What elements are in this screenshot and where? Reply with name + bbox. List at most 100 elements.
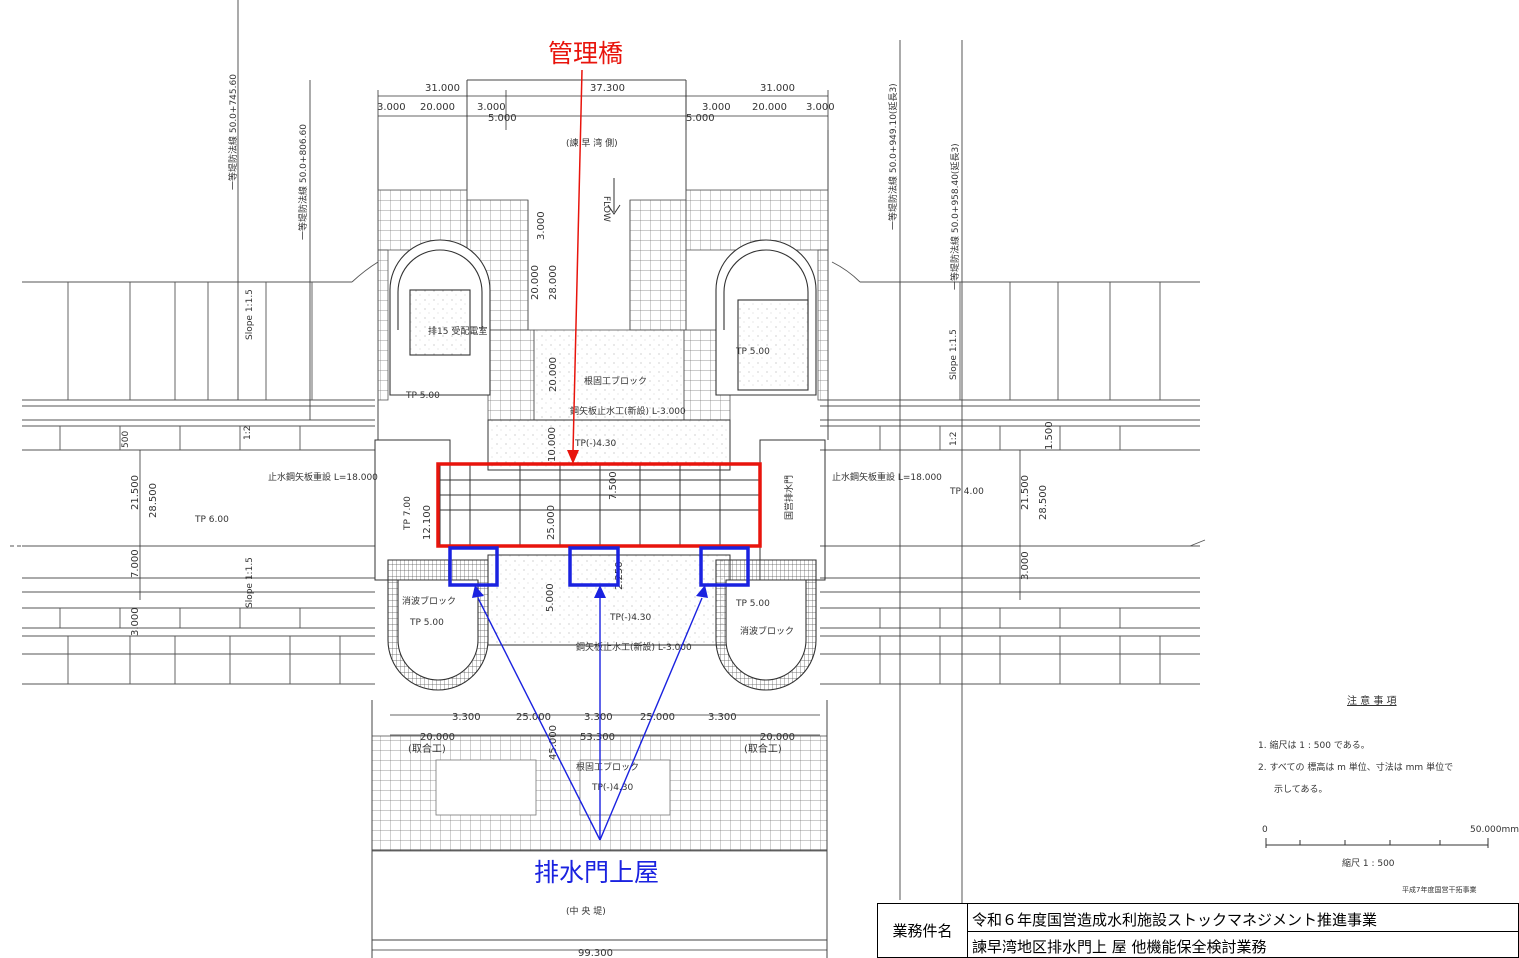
cutoff-left: 止水鋼矢板重設 L=18.000 [268,471,378,483]
tp-430-lower: TP(-)4.30 [609,613,652,623]
notes-item-2b: 示してある。 [1274,785,1328,795]
title-block-line-2: 諫早湾地区排水門上 屋 他機能保全検討業務 [972,938,1267,956]
flow-arrow-icon [607,178,621,215]
sheet-pile-lower: 鋼矢板止水工(新設) L-3.000 [576,641,692,653]
pumphouse-arrow-icon-3 [696,585,708,598]
scale-start-label: 0 [1262,825,1268,835]
title-block: 業務件名 令和６年度国営造成水利施設ストックマネジメント推進事業 諫早湾地区排水… [877,903,1519,958]
dim-3000-a: 3.000 [377,102,406,113]
dim-top-right: 31.000 [760,83,795,94]
dim-b-3300-a: 3.300 [452,712,481,723]
dim-b-3300-c: 3.300 [708,712,737,723]
title-block-divider [967,931,1519,932]
scale-bar [1265,838,1489,848]
bridge-highlight [436,69,762,548]
pumphouse-callout-label: 排水門上屋 [534,858,660,887]
tp-430-center: TP(-)4.30 [574,439,617,449]
pumphouse-highlight [448,546,750,841]
tp-500-lower-right: TP 5.00 [735,599,770,609]
tp-500-right: TP 5.00 [735,347,770,357]
dim-v-12100: 12.100 [422,505,433,540]
dim-5000-a: 5.000 [488,113,517,124]
south-side-label: (中 央 堤) [566,905,606,917]
dim-v-28500-r: 28.500 [1038,485,1049,520]
dim-b-3300-b: 3.300 [584,712,613,723]
dim-b-20000-l: 20.000 [420,732,455,743]
downstream-dike [371,700,828,958]
dimension-texts: 31.000 37.300 31.000 3.000 20.000 3.000 … [121,83,1055,958]
riprap-lower: 根固工ブロック [576,761,639,773]
dim-jointing-r: (取合工) [744,742,782,755]
riprap-upper: 根固工ブロック [584,375,647,387]
dim-v-45000: 45.000 [548,725,559,760]
slope-left: Slope 1:1.5 [245,289,255,340]
dim-top-center: 37.300 [590,83,625,94]
wing-walls-lower [387,559,817,691]
control-room: 排15 受配電室 [428,325,487,337]
reference-lines [237,0,963,940]
gate-label: 国営排水門 [783,475,795,520]
dimension-lines [139,90,1021,951]
ref-note-4: 一等堤防法線 50.0+958.40(延長3) [949,143,961,290]
dim-v-7500: 7.500 [608,471,619,500]
notes-title: 注 意 事 項 [1347,696,1397,707]
ref-note-2: 一等堤防法線 50.0+806.60 [297,124,309,240]
pumphouse-box-1 [448,546,499,587]
pumphouse-leader-1 [477,597,601,841]
bridge-callout-label: 管理橋 [548,39,624,68]
dim-v-3000: 3.000 [536,211,547,240]
scale-end-label: 50.000mm [1470,825,1519,835]
dim-top-left: 31.000 [425,83,460,94]
dim-left-1-2: 1:2 [243,426,253,440]
dim-v-25000: 25.000 [546,505,557,540]
tp-500-lower-left: TP 5.00 [409,618,444,628]
dim-jointing-l: (取合工) [408,742,446,755]
cutoff-right: 止水鋼矢板重設 L=18.000 [832,471,942,483]
tp-400: TP 4.00 [949,487,984,497]
wing-walls-upper [389,239,817,396]
dim-v-20000-b: 20.000 [548,357,559,392]
dim-left-500: 500 [121,431,131,448]
dim-b-20000-r: 20.000 [760,732,795,743]
title-block-key: 業務件名 [878,904,968,957]
left-dike [10,261,379,685]
dim-v-1500: 1.500 [1044,421,1055,450]
notes-item-2a: 2. すべての 標高は m 単位、寸法は mm 単位で [1258,763,1454,773]
gate-body [374,419,826,646]
dim-bottom-total: 99.300 [578,948,613,958]
slope-left-low: Slope 1:1.5 [245,557,255,608]
annotations: (諫 早 湾 側) (中 央 堤) FLOW TP 5.00 TP 5.00 T… [194,74,984,917]
dim-v-7000: 7.000 [130,549,141,578]
dim-20000-a: 20.000 [420,102,455,113]
dim-v-20000: 20.000 [530,265,541,300]
pumphouse-box-3 [699,546,750,587]
title-block-line-1: 令和６年度国営造成水利施設ストックマネジメント推進事業 [972,911,1378,929]
bridge-box [436,462,762,548]
ref-note-3: 一等堤防法線 50.0+949.10(延長3) [887,83,899,230]
ref-note-1: 一等堤防法線 50.0+745.60 [227,74,239,190]
dim-b-25000-a: 25.000 [516,712,551,723]
dim-v-3000-r: 3.000 [1020,551,1031,580]
dim-b-25000-b: 25.000 [640,712,675,723]
dim-3000-d: 3.000 [806,102,835,113]
north-side-label: (諫 早 湾 側) [566,137,618,149]
tp-500-left: TP 5.00 [405,391,440,401]
bridge-arrow-icon [567,450,579,464]
dim-5000-b: 5.000 [686,113,715,124]
pumphouse-arrow-icon-2 [594,585,606,598]
pumphouse-arrow-icon-1 [472,585,484,598]
dim-v-10000: 10.000 [547,427,558,462]
scale-caption: 縮尺 1 : 500 [1342,859,1395,869]
dim-b-53300: 53.300 [580,732,615,743]
dim-v-21500-l: 21.500 [130,475,141,510]
dim-v-5000: 5.000 [545,583,556,612]
dim-3000-b: 3.000 [477,102,506,113]
pumphouse-box-2 [568,546,620,587]
notes-item-1: 1. 縮尺は 1 : 500 である。 [1258,741,1370,751]
sheet-pile-upper: 鋼矢板止水工(新設) L-3.000 [570,405,686,417]
tp-430-bottom: TP(-)4.30 [591,783,634,793]
block-lower-left: 消波ブロック [402,595,456,607]
flow-label: FLOW [601,196,611,222]
